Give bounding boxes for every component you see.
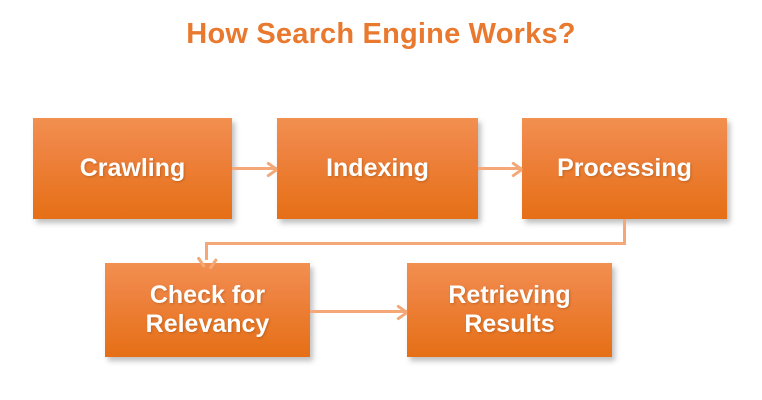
edge-check-to-retrieving-line [310,310,407,313]
node-retrieving-results[interactable]: Retrieving Results [407,263,612,357]
node-check-for-relevancy[interactable]: Check for Relevancy [105,263,310,357]
node-check-for-relevancy-label-line2: Relevancy [145,310,270,338]
node-retrieving-results-label-line1: Retrieving [448,281,571,310]
node-processing[interactable]: Processing [522,118,727,219]
node-check-for-relevancy-label-line1: Check for [149,281,266,310]
node-crawling-label: Crawling [79,154,186,183]
node-retrieving-results-label-line2: Results [464,310,555,338]
node-crawling[interactable]: Crawling [33,118,232,219]
edge-indexing-to-processing-line [478,167,522,170]
edge-processing-into-check-segment [205,242,208,260]
page-title: How Search Engine Works? [186,18,576,50]
node-processing-label: Processing [557,154,692,183]
edge-crawling-to-indexing-line [232,167,277,170]
node-indexing-label: Indexing [326,154,429,183]
node-indexing[interactable]: Indexing [277,118,478,219]
edge-processing-drop-segment [623,219,626,245]
edge-processing-horizontal-segment [205,242,626,245]
